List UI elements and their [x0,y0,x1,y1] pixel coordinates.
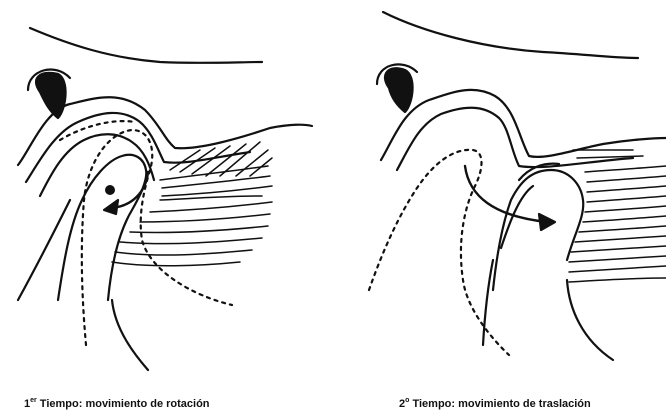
translation-caption-ordinal: o [405,397,409,404]
rotation-caption: 1er Tiempo: movimiento de rotación [24,398,210,410]
articular-disc-upper [397,108,633,170]
ear-canal-shape [36,73,66,118]
ear-canal-shape [385,68,413,112]
rotation-arrowhead [104,200,118,214]
skull-outline [30,28,262,63]
articular-disc-lower [40,134,154,196]
translation-panel: 2o Tiempo: movimiento de traslación [333,0,666,419]
rotation-caption-text: Tiempo: movimiento de rotación [37,398,210,410]
rotation-center-dot-icon [105,185,115,195]
lateral-pterygoid-muscle [569,150,666,282]
translation-caption: 2o Tiempo: movimiento de traslación [399,398,591,410]
mandible-ramus [112,300,148,370]
rotation-caption-ordinal: er [30,397,37,404]
translation-illustration [333,0,666,395]
rotation-panel: 1er Tiempo: movimiento de rotación [0,0,333,419]
open-condyle-dotted [82,130,232,345]
mandible-angle [567,280,613,360]
rotation-illustration [0,0,333,395]
mandibular-condyle [58,155,146,300]
translation-caption-text: Tiempo: movimiento de traslación [409,398,590,410]
skull-outline [383,12,638,58]
mandible-posterior [18,200,70,300]
translation-arrowhead [539,214,555,230]
rest-condyle-dotted [369,150,509,355]
